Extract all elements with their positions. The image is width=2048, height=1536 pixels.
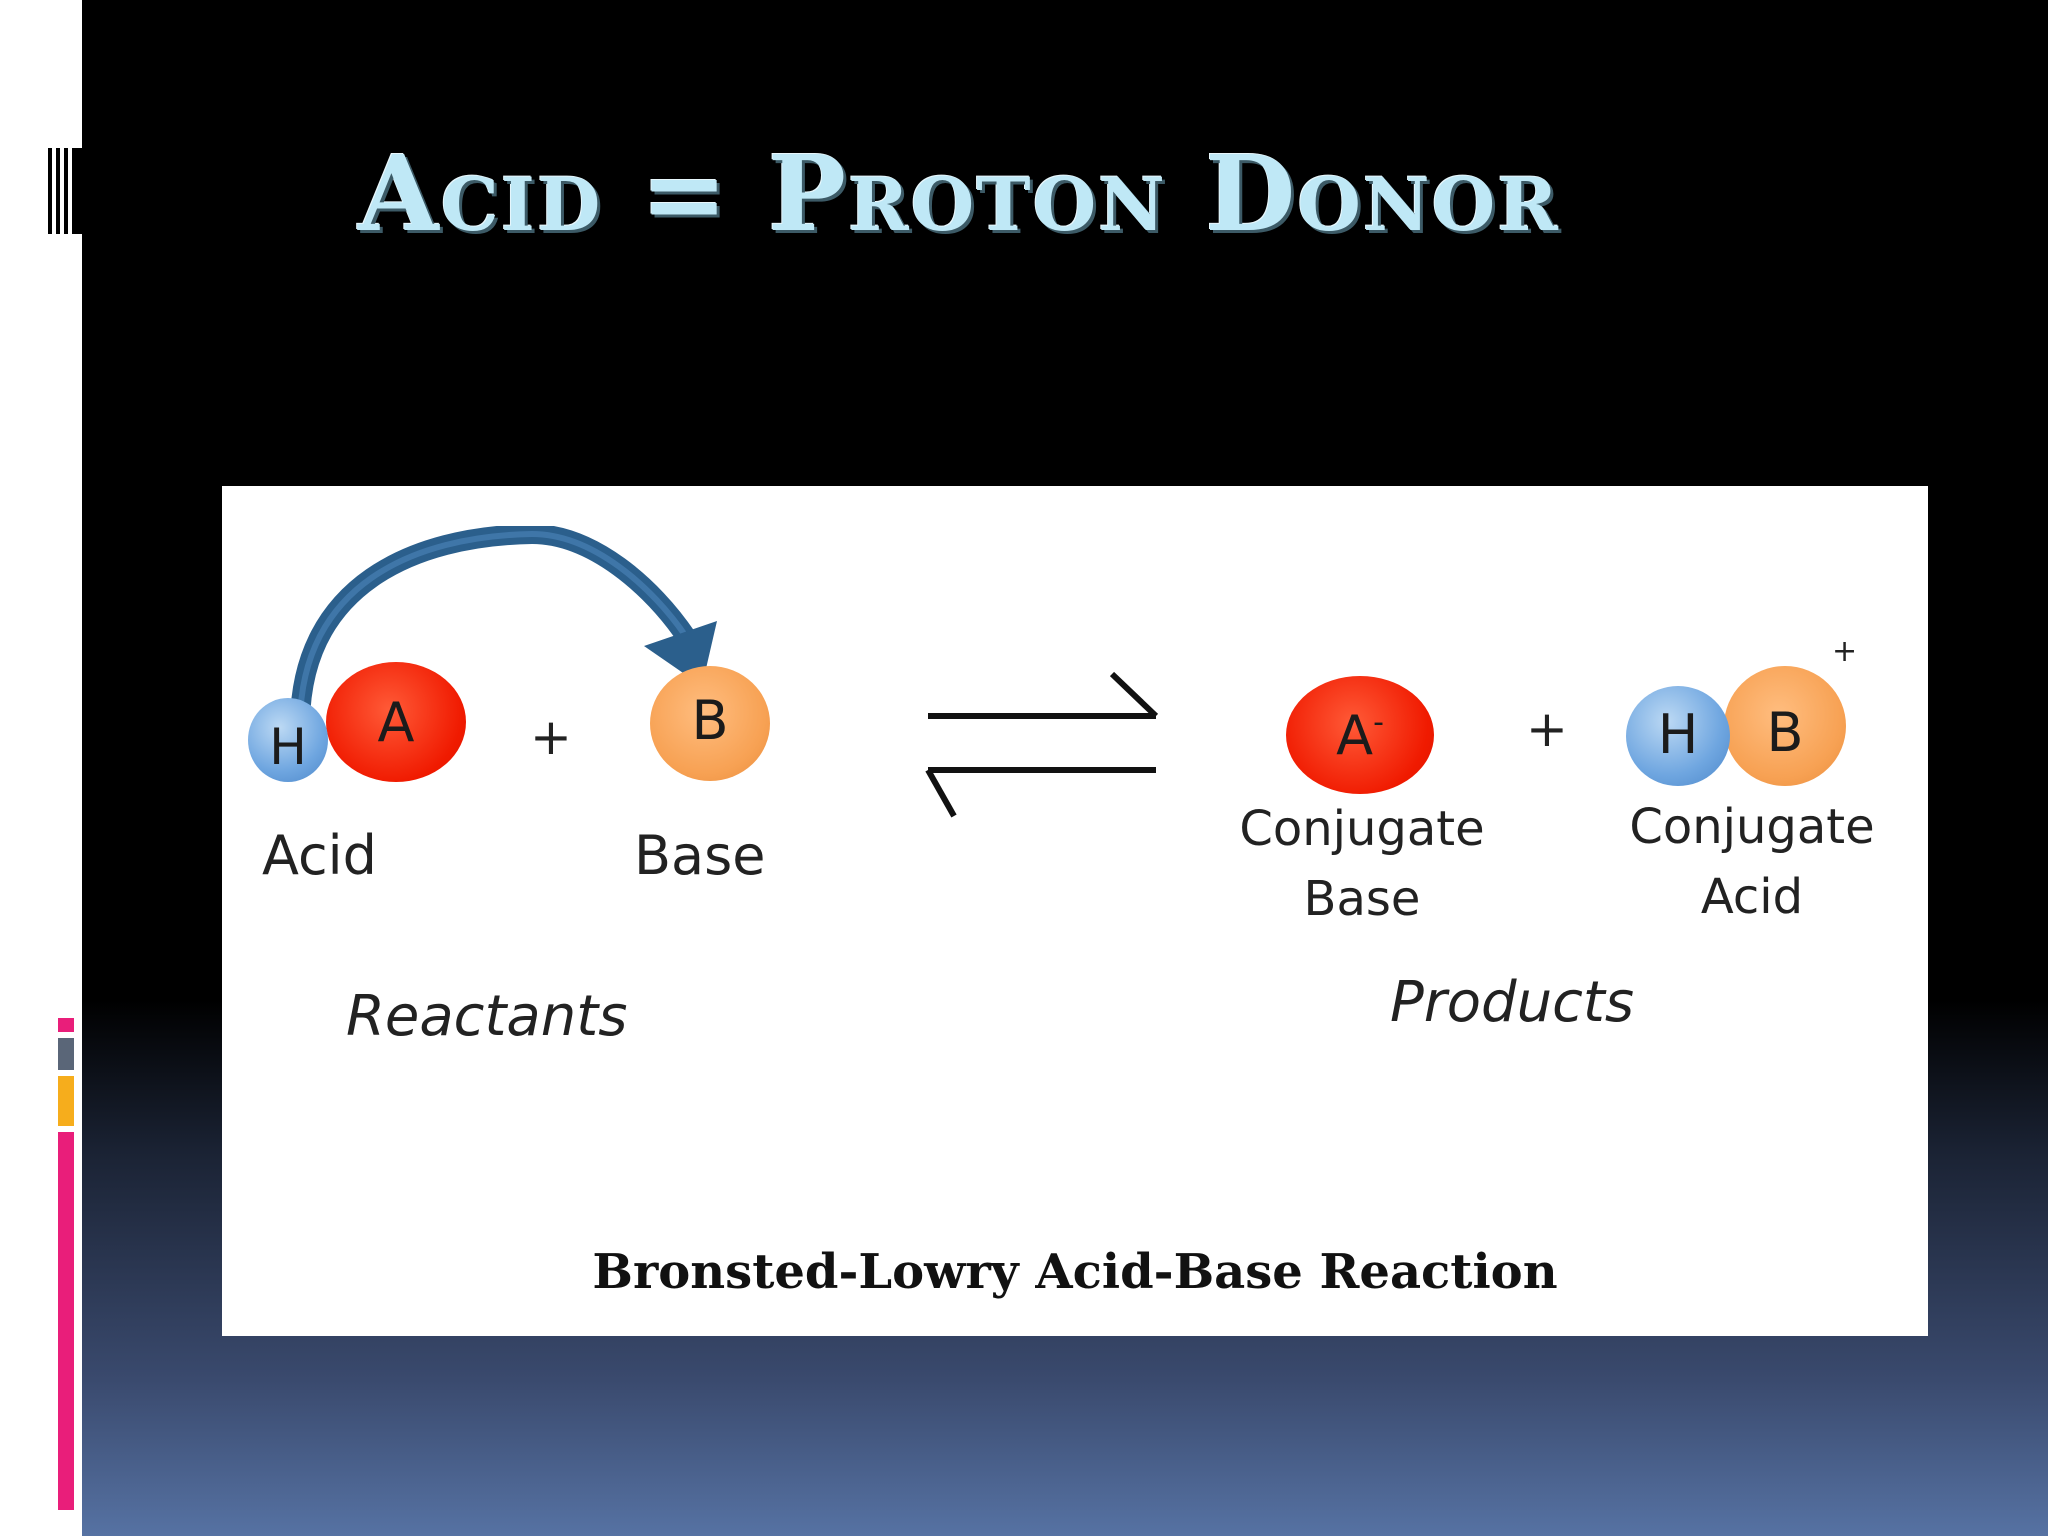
conjugate-acid-b-atom: B: [1724, 666, 1846, 786]
slide-title: Acid = Proton Donor: [358, 132, 1560, 255]
conjugate-acid-h-label: H: [1657, 702, 1699, 766]
diagram-caption: Bronsted-Lowry Acid-Base Reaction: [592, 1244, 1558, 1300]
decor-bar: [72, 148, 82, 234]
acid-h-label: H: [269, 718, 307, 776]
conjugate-acid-label-line1: Conjugate: [1629, 799, 1875, 855]
products-label: Products: [1390, 970, 1635, 1035]
base-b-label: B: [691, 689, 729, 752]
decor-bar: [56, 148, 60, 234]
reactants-label: Reactants: [346, 984, 628, 1049]
diagram-panel: A H + B Acid Base Reactants A- + B: [222, 486, 1928, 1336]
conjugate-base-label-line2: Base: [1303, 871, 1421, 927]
decor-bar-slate: [58, 1038, 74, 1070]
conjugate-acid-b-label: B: [1766, 700, 1804, 764]
base-label: Base: [634, 824, 766, 887]
acid-anion-atom: A: [326, 662, 466, 782]
decor-bar: [48, 148, 52, 234]
decor-bar-pink: [58, 1132, 74, 1510]
acid-label: Acid: [262, 824, 377, 887]
products-plus-sign: +: [1526, 700, 1568, 758]
conjugate-acid-hydrogen-atom: H: [1626, 686, 1730, 786]
acid-hydrogen-atom: H: [248, 698, 328, 782]
conjugate-acid-label: Conjugate Acid: [1622, 792, 1882, 932]
conjugate-base-label-line1: Conjugate: [1239, 801, 1485, 857]
decor-bar-pink: [58, 1018, 74, 1032]
equilibrium-arrows-icon: [925, 671, 1159, 818]
decor-bar: [64, 148, 68, 234]
conjugate-base-atom: A-: [1286, 676, 1434, 794]
acid-a-label: A: [377, 690, 415, 754]
conjugate-base-a-label: A-: [1336, 703, 1384, 767]
base-atom: B: [650, 666, 770, 781]
conjugate-base-charge: -: [1373, 704, 1384, 740]
decor-bar-amber: [58, 1076, 74, 1126]
conjugate-acid-charge: +: [1832, 634, 1858, 669]
left-decorative-strip: [0, 0, 82, 1536]
reactants-plus-sign: +: [530, 708, 572, 766]
conjugate-acid-label-line2: Acid: [1700, 869, 1804, 925]
conjugate-base-label: Conjugate Base: [1232, 794, 1492, 934]
